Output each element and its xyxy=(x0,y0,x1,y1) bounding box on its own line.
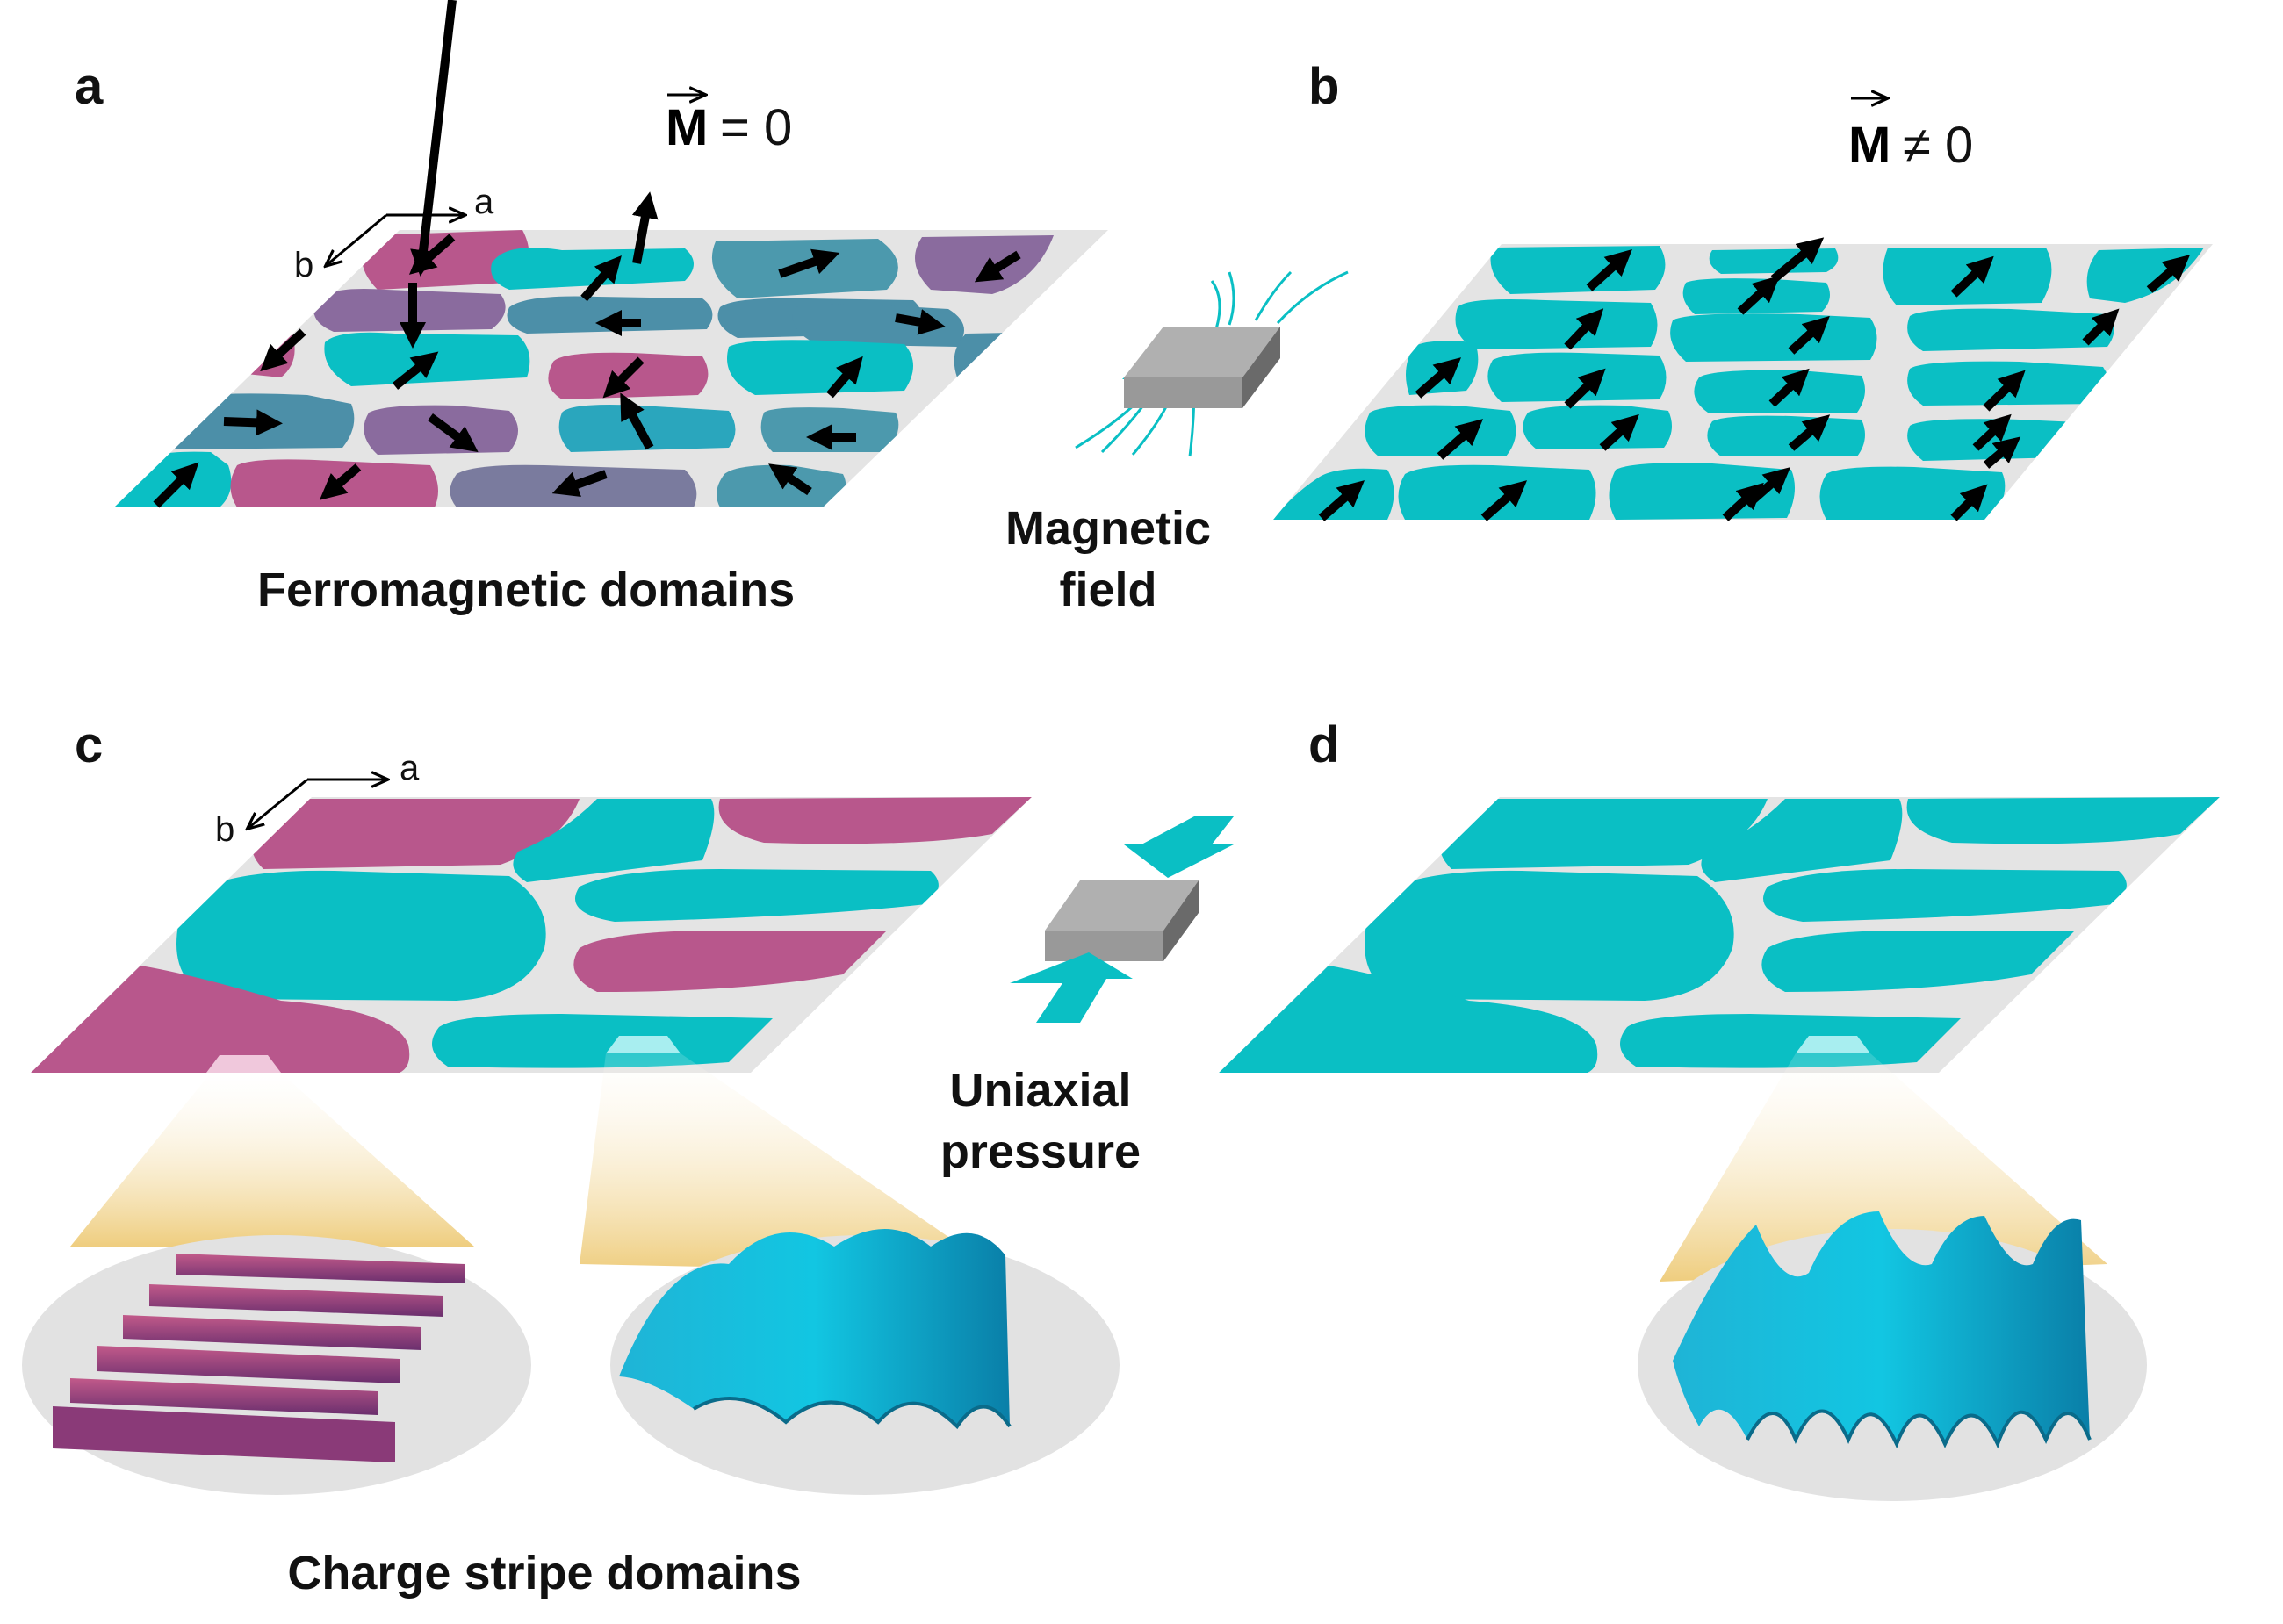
magnetization-label-b: M ≠ 0 xyxy=(1848,98,1973,174)
domain xyxy=(114,451,232,507)
uniaxial-pressure-line1: Uniaxial xyxy=(949,1064,1131,1117)
domain xyxy=(362,230,529,290)
charge-stripes-d xyxy=(1673,1211,2092,1449)
panel-letter-a: a xyxy=(75,58,104,115)
pressure-block-top xyxy=(1045,880,1199,931)
domain xyxy=(954,332,1054,382)
moment-arrows-b xyxy=(1318,237,2191,521)
caption-ferromagnetic-domains: Ferromagnetic domains xyxy=(257,564,795,616)
magnetic-field-line2: field xyxy=(1059,564,1156,616)
pressure-arrow-bottom-icon xyxy=(1010,952,1133,1023)
moment-arrows-a xyxy=(153,0,1021,508)
uniaxial-pressure-line2: pressure xyxy=(940,1125,1141,1178)
caption-charge-stripe-domains: Charge stripe domains xyxy=(287,1547,801,1599)
panel-d: d xyxy=(1219,716,2220,1501)
domain xyxy=(760,407,899,452)
pressure-block-front xyxy=(1045,931,1163,961)
uniaxial-pressure-stimulus: Uniaxial pressure xyxy=(940,816,1234,1178)
domains-d xyxy=(1219,797,2220,1073)
magnetization-value-a: = 0 xyxy=(720,99,792,156)
panel-c: c a b xyxy=(22,716,1120,1599)
domain xyxy=(507,296,713,334)
axis-a-label: a xyxy=(400,749,420,787)
domain xyxy=(558,405,736,452)
magnetic-field-line1: Magnetic xyxy=(1005,502,1211,555)
magnetization-symbol: M xyxy=(666,99,708,156)
magnetic-field-stimulus: Magnetic field xyxy=(1005,270,1349,616)
panel-b: b M ≠ 0 xyxy=(1273,58,2213,521)
crystal-axes-c: a b xyxy=(215,749,420,849)
magnetization-symbol: M xyxy=(1848,117,1890,174)
charge-stripes-magenta xyxy=(53,1254,465,1462)
crystal-axes-a: a b xyxy=(294,183,494,284)
magnetization-label-a: M = 0 xyxy=(666,95,792,156)
axis-b-arrow xyxy=(248,778,308,828)
axis-a-label: a xyxy=(474,183,494,221)
pressure-arrow-top-icon xyxy=(1124,816,1234,878)
axis-b-label: b xyxy=(215,810,234,849)
panel-a: a M = 0 a b xyxy=(75,0,1108,616)
magnet-front xyxy=(1124,377,1242,408)
panel-letter-c: c xyxy=(75,716,103,773)
domain xyxy=(491,248,694,290)
domain xyxy=(727,340,913,395)
highlight-spot xyxy=(206,1055,281,1073)
highlight-spot xyxy=(1796,1036,1870,1053)
magnet-side xyxy=(1242,327,1280,408)
pressure-block-side xyxy=(1163,880,1199,961)
panel-letter-b: b xyxy=(1308,58,1339,115)
magnetization-value-b: ≠ 0 xyxy=(1903,117,1973,174)
magnet-top xyxy=(1124,327,1280,377)
domains-c xyxy=(31,797,1032,1073)
charge-stripes-cyan xyxy=(619,1229,1012,1430)
panel-letter-d: d xyxy=(1308,716,1339,773)
highlight-spot xyxy=(606,1036,681,1053)
axis-b-arrow xyxy=(327,213,387,265)
axis-b-label: b xyxy=(294,246,313,284)
